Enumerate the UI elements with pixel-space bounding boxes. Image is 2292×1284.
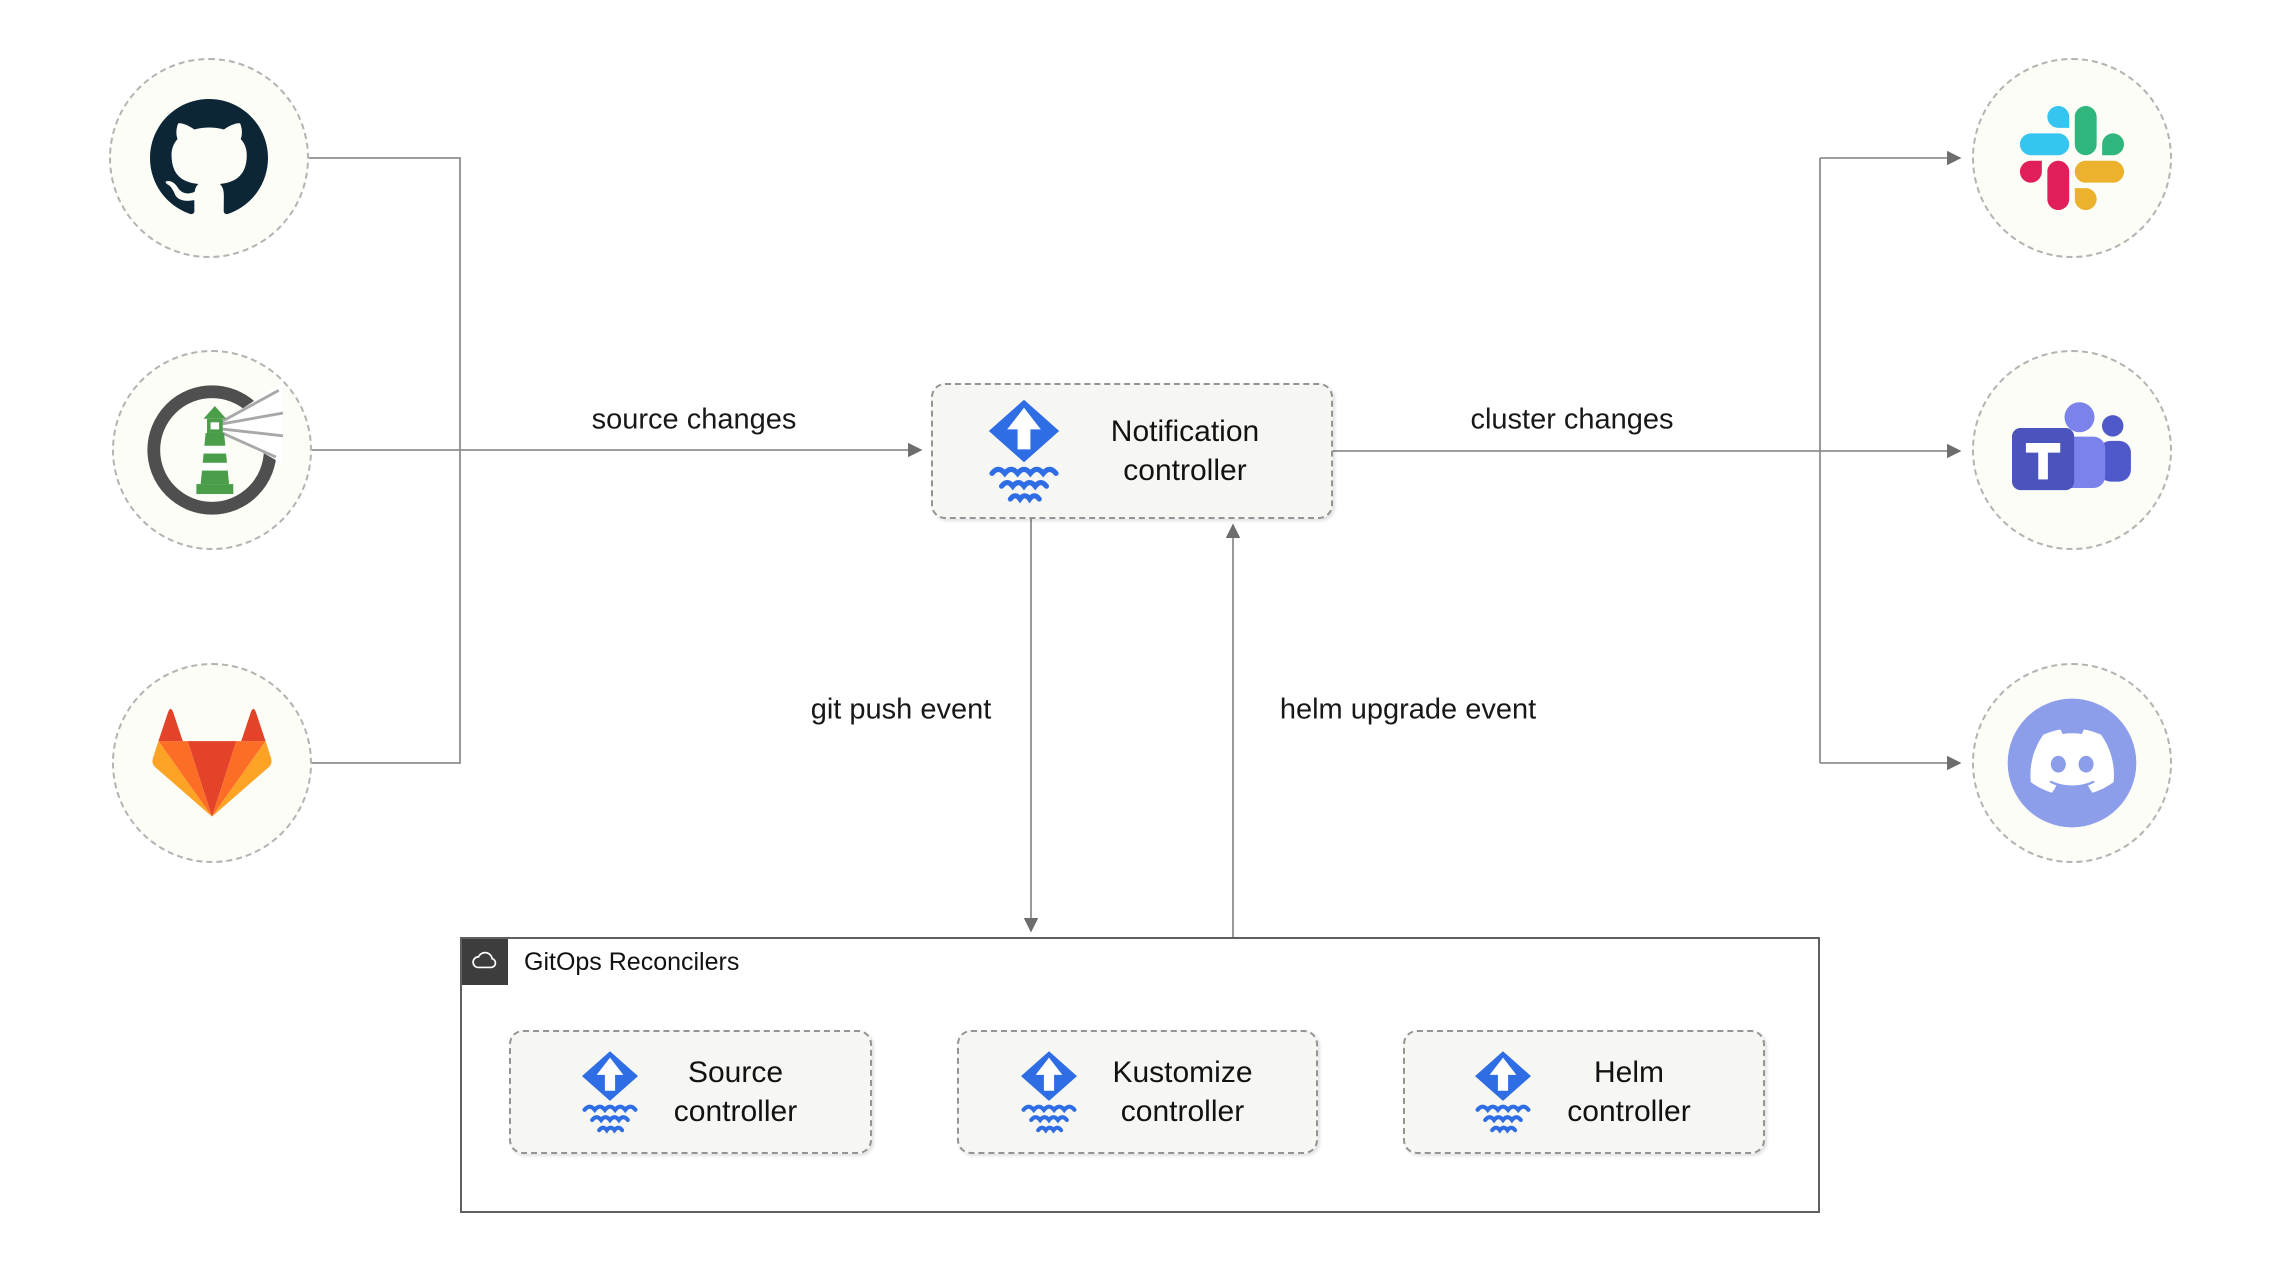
- gitops-reconcilers-title: GitOps Reconcilers: [524, 947, 740, 976]
- helm-controller-label: Helm controller: [1567, 1056, 1691, 1128]
- microsoft-teams-icon: [2012, 401, 2131, 490]
- cloud-icon: [472, 951, 497, 969]
- source-node-github: [109, 58, 309, 258]
- source-controller-node: Source controller: [509, 1030, 872, 1154]
- flux-icon: [1017, 1050, 1081, 1134]
- kustomize-controller-node: Kustomize controller: [957, 1030, 1318, 1154]
- target-node-slack: [1972, 58, 2172, 258]
- edge-label-git-push-event: git push event: [810, 693, 992, 726]
- edge-label-source-changes: source changes: [591, 403, 797, 436]
- github-icon: [150, 99, 268, 215]
- gitops-reconcilers-container: GitOps Reconcilers Source controller Kus…: [460, 937, 1820, 1213]
- sources-trunk-line: [309, 157, 461, 764]
- edge-label-cluster-changes: cluster changes: [1470, 403, 1674, 436]
- kustomize-controller-label: Kustomize controller: [1112, 1056, 1253, 1128]
- flux-icon: [1471, 1050, 1535, 1134]
- notification-controller-node: Notification controller: [931, 383, 1333, 519]
- notification-controller-label: Notification controller: [1110, 415, 1260, 487]
- helm-controller-node: Helm controller: [1403, 1030, 1765, 1154]
- target-node-discord: [1972, 663, 2172, 863]
- target-node-microsoft-teams: [1972, 350, 2172, 550]
- edge-label-helm-upgrade-event: helm upgrade event: [1279, 693, 1537, 726]
- cloud-badge: [462, 939, 508, 985]
- gitops-reconcilers-header: GitOps Reconcilers: [462, 939, 739, 985]
- flux-icon: [984, 398, 1064, 504]
- source-node-gitlab: [112, 663, 312, 863]
- slack-icon: [2020, 106, 2124, 210]
- gitlab-icon: [152, 708, 272, 817]
- source-node-harbor: [112, 350, 312, 550]
- discord-icon: [2007, 698, 2137, 828]
- harbor-icon: [147, 381, 283, 515]
- flux-icon: [578, 1050, 642, 1134]
- source-controller-label: Source controller: [673, 1056, 798, 1128]
